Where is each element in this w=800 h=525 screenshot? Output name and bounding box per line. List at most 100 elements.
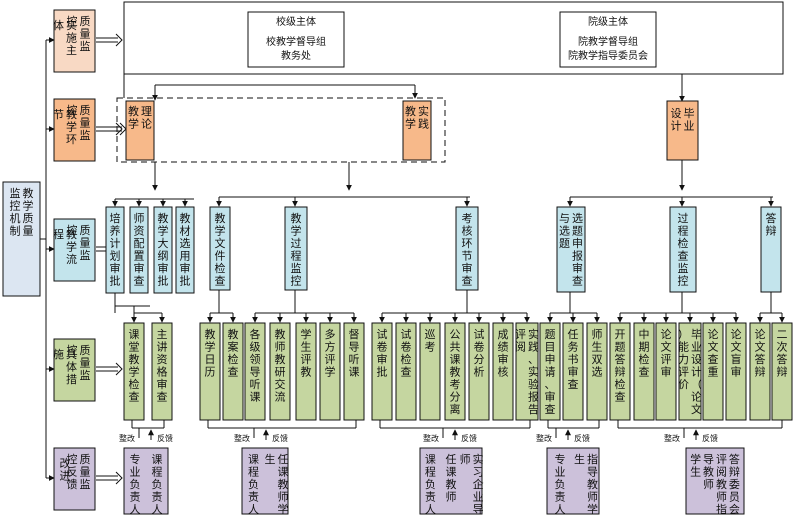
feedback-label-1-1: 专业负责人	[130, 452, 141, 516]
measure-doc-2	[222, 322, 244, 421]
practice-teaching-box	[402, 100, 432, 161]
measure-theory-1	[123, 322, 145, 421]
measure-exam-label-4: 公共课教考分离	[450, 328, 461, 416]
measure-exam-label-7: 评阅	[515, 328, 526, 354]
measure-defense-label-1: 论文答辩	[755, 327, 766, 379]
mechanism-sub-5: 改进	[60, 456, 71, 483]
feedback-label-2-2: 生	[265, 452, 276, 466]
measure-process-label-1: 各级领导听课	[250, 327, 261, 404]
measure-defense-label-2: 二次答辩	[777, 328, 788, 379]
measure-exam-4	[444, 322, 466, 421]
measure-procheck-6	[725, 322, 747, 421]
process-thesis-2	[669, 206, 697, 293]
school-subject-box	[247, 11, 345, 68]
measure-doc-1	[199, 322, 221, 421]
feedback-label-3-1: 课程负责人	[425, 453, 436, 516]
mechanism-title-5: 控反馈	[67, 452, 78, 491]
feedback-report-4: 反馈	[574, 433, 590, 443]
measure-exam-label-2: 试卷检查	[401, 328, 412, 379]
root-label: 教学质量	[23, 187, 34, 238]
measure-exam-label-5: 试卷分析	[474, 328, 485, 379]
feedback-report-1: 反馈	[157, 433, 173, 443]
feedback-improve-2: 整改	[234, 433, 250, 443]
feedback-improve-5: 整改	[664, 433, 680, 443]
process-mid-label-3: 考核环节审查	[462, 212, 473, 288]
measure-process-label-3: 学生评教	[301, 327, 312, 379]
measure-procheck-4	[678, 322, 702, 421]
feedback-improve-3: 整改	[423, 433, 439, 443]
feedback-label-3-3: 实习企业导	[473, 452, 484, 516]
process-mid-label-1: 教学文件检查	[215, 212, 226, 288]
school-subject-title: 校级主体	[276, 15, 316, 28]
feedback-label-4-2: 指导教师学	[587, 452, 598, 516]
measure-process-4	[319, 322, 341, 421]
mechanism-box-3	[53, 218, 96, 282]
measure-process-label-5: 督导听课	[349, 327, 360, 379]
mechanism-title-4: 控	[67, 343, 78, 357]
thesis-design-label: 设计	[671, 107, 682, 133]
feedback-box-5	[685, 447, 745, 515]
measure-process-label-4: 多方评学	[325, 327, 336, 379]
double-arrow	[115, 362, 123, 376]
measure-exam-7	[515, 322, 539, 421]
feedback-label-3-2: 任课教师	[446, 453, 457, 504]
measure-procheck-2	[633, 322, 655, 421]
feedback-label-2-2: 任课教师学	[278, 453, 289, 516]
mechanism-sub-1: 体	[53, 18, 64, 32]
process-theory-label-2: 师资配置审查	[134, 212, 145, 288]
measure-theory-label-1: 课堂教学检查	[129, 328, 140, 404]
measure-procheck-label-2: 中期检查	[639, 328, 650, 379]
process-thesis-label-3: 答辩	[766, 211, 777, 238]
measure-theory-2	[151, 322, 173, 421]
mechanism-title-1: 质量监	[80, 15, 91, 53]
feedback-label-4-2: 生	[574, 452, 585, 466]
practice-teaching-label: 实践	[418, 104, 429, 131]
mechanism-sub-2: 节	[53, 108, 64, 121]
process-theory-2	[129, 206, 149, 294]
process-thesis-label-1: 选题申报审查	[572, 212, 583, 288]
mechanism-sub-4: 具体措	[66, 348, 77, 386]
feedback-label-3-3: 师	[460, 453, 471, 466]
process-mid-2	[284, 206, 308, 291]
mechanism-title-2: 控	[67, 103, 78, 117]
mechanism-sub-1: 实施主	[66, 18, 77, 57]
mechanism-title-3: 控	[67, 223, 78, 237]
double-arrow	[115, 33, 123, 47]
feedback-report-2: 反馈	[272, 433, 288, 443]
feedback-report-3: 反馈	[461, 433, 477, 443]
mechanism-title-5: 质量监	[80, 453, 91, 491]
measure-exam-3	[419, 322, 441, 421]
double-arrow	[115, 471, 123, 485]
mechanism-box-2	[53, 98, 96, 162]
measure-process-3	[295, 322, 317, 421]
mechanism-sub-3: 教学流	[66, 228, 77, 266]
process-thesis-label-1: 与选题	[559, 212, 570, 250]
process-thesis-label-2: 过程检查监控	[678, 212, 689, 288]
feedback-label-4-1: 专业负责人	[555, 452, 566, 516]
measure-exam-label-6: 成绩审核	[498, 328, 509, 379]
measure-doc-label-2: 教案检查	[228, 328, 239, 379]
feedback-box-2	[241, 447, 289, 515]
measure-procheck-label-1: 开题答辩检查	[615, 328, 626, 404]
measure-defense-2	[771, 322, 793, 421]
measure-selection-3	[586, 322, 608, 421]
mechanism-sub-3: 程	[53, 228, 64, 241]
measure-procheck-3	[655, 322, 677, 421]
measure-selection-2	[562, 322, 584, 421]
feedback-label-5-2: 评阅教师指	[716, 453, 727, 516]
measure-procheck-label-4: ）能力评价	[678, 328, 689, 391]
measure-selection-label-2: 任务书审查	[568, 328, 579, 391]
process-theory-4	[175, 206, 195, 294]
feedback-box-3	[419, 447, 483, 515]
process-theory-3	[153, 206, 173, 294]
subject-frame	[123, 1, 784, 75]
theory-teaching-box	[125, 100, 155, 161]
process-thesis-3	[760, 206, 782, 293]
theory-teaching-label: 教学	[128, 105, 139, 131]
double-arrow	[119, 122, 127, 136]
measure-exam-5	[468, 322, 490, 421]
root-box	[2, 181, 41, 297]
mechanism-box-5	[53, 447, 96, 511]
